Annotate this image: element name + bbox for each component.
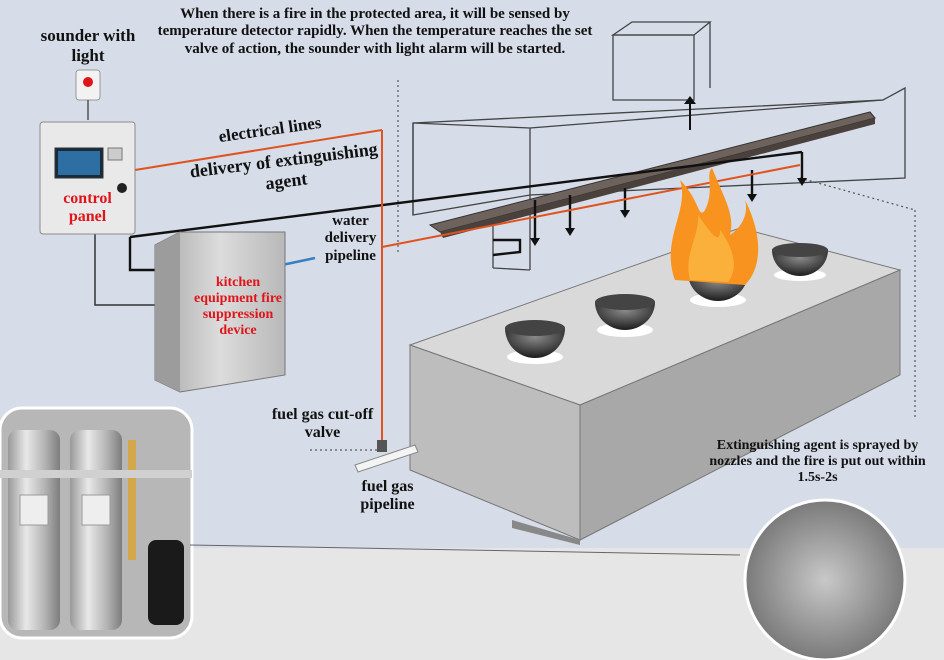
sounder-label: sounder with light [40, 26, 136, 65]
control-panel [39, 121, 136, 235]
top-note: When there is a fire in the protected ar… [157, 6, 593, 57]
fuel-gas-pipeline [354, 440, 419, 473]
water-pipeline-label: water delivery pipeline [324, 213, 377, 264]
mist-photo [743, 498, 907, 660]
suppression-device-label: kitchen equipment fire suppression devic… [193, 275, 282, 339]
fuel-pipeline-label: fuel gas pipeline [360, 478, 415, 514]
sounder-device [75, 69, 101, 120]
electrical-line [134, 129, 801, 442]
fuel-valve-icon [377, 440, 387, 452]
cylinder-icon [8, 430, 60, 630]
water-pipe [281, 256, 316, 267]
sprayed-note: Extinguishing agent is sprayed by nozzle… [709, 438, 926, 486]
alarm-bell-icon [83, 77, 93, 87]
fuel-valve-label: fuel gas cut-off valve [271, 406, 374, 442]
exhaust-hood [412, 21, 906, 271]
cooking-range [408, 227, 902, 545]
flame-icon [670, 168, 759, 285]
leader-lines [310, 80, 916, 451]
suppression-cabinet [154, 231, 286, 393]
control-panel-label: control panel [63, 190, 112, 226]
cylinder-photo [0, 406, 194, 640]
